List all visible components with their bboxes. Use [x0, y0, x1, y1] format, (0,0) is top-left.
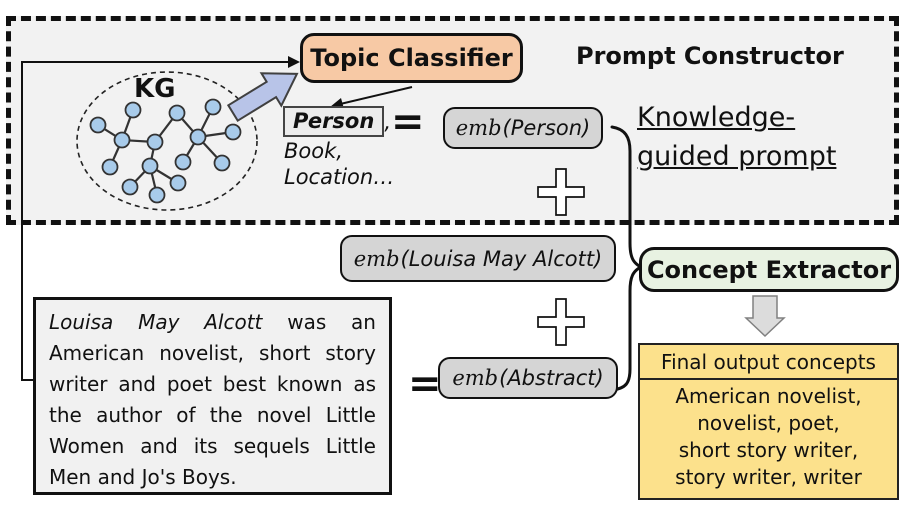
topic-classifier-label: Topic Classifier [310, 44, 513, 72]
kg-label: KG [134, 74, 176, 104]
concept-extractor-box: Concept Extractor [639, 247, 899, 292]
emb-abstract-pill: emb(Abstract) [438, 357, 618, 399]
prompt-constructor-title: Prompt Constructor [576, 42, 844, 70]
abstract-text-box: Louisa May Alcott was an American noveli… [33, 297, 392, 495]
final-output-item: story writer, writer [675, 465, 862, 489]
knowledge-prompt-line2: guided prompt [637, 141, 837, 172]
topic-person-box: Person [283, 106, 385, 137]
concept-extractor-label: Concept Extractor [646, 255, 892, 284]
final-output-box: Final output concepts American novelist,… [638, 343, 899, 500]
down-arrow-icon [744, 295, 786, 338]
plus-icon [537, 298, 585, 346]
emb-fn: emb [452, 366, 499, 390]
emb-person-pill: emb(Person) [443, 107, 603, 149]
abstract-text: was an American novelist, short story wr… [49, 310, 376, 489]
topic-location: Location… [284, 165, 395, 189]
final-output-item: novelist, poet, [697, 411, 840, 435]
emb-arg: (Abstract) [499, 366, 604, 390]
topic-person-comma: , [384, 109, 391, 134]
emb-arg: (Louisa May Alcott) [400, 246, 603, 271]
final-output-item: American novelist, [675, 384, 862, 408]
abstract-entity-name: Louisa May Alcott [49, 310, 263, 334]
topic-classifier-box: Topic Classifier [300, 33, 523, 83]
emb-arg: (Person) [502, 116, 591, 140]
final-output-item: short story writer, [678, 438, 859, 462]
topic-primary: Person, [283, 106, 391, 137]
emb-fn: emb [353, 246, 400, 271]
topic-book: Book, [284, 139, 343, 163]
knowledge-guided-prompt: Knowledge- guided prompt [637, 98, 836, 176]
equals-sign: = [408, 361, 442, 407]
final-output-title: Final output concepts [640, 345, 897, 380]
emb-fn: emb [455, 116, 502, 140]
equals-sign: = [391, 99, 425, 145]
final-output-items: American novelist, novelist, poet, short… [640, 380, 897, 491]
emb-entity-pill: emb(Louisa May Alcott) [340, 235, 616, 282]
knowledge-prompt-line1: Knowledge- [637, 102, 796, 133]
